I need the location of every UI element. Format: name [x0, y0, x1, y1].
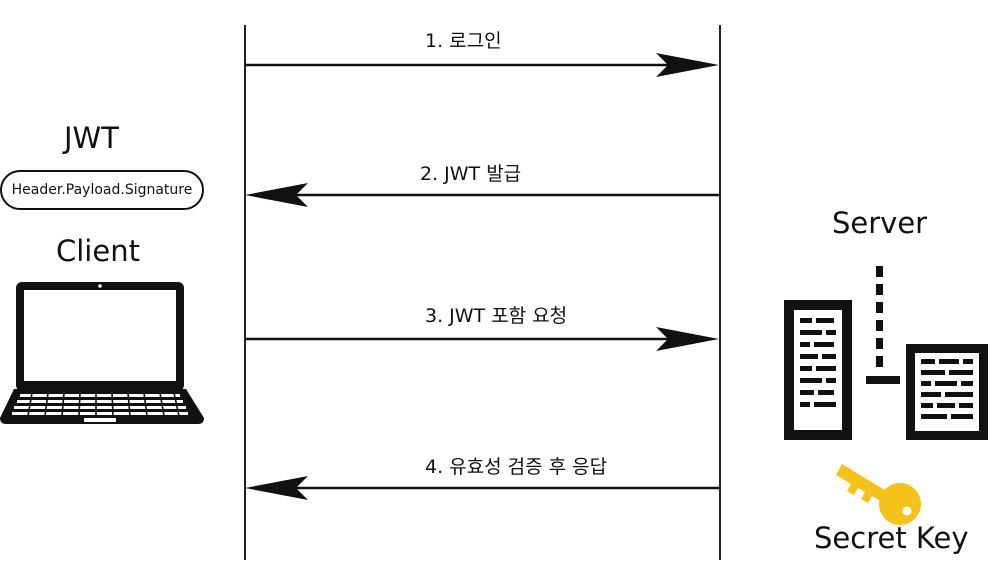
- secret-key-label: Secret Key: [814, 521, 969, 555]
- server-icon: [784, 266, 988, 440]
- message-4-label: 4. 유효성 검증 후 응답: [425, 456, 608, 478]
- message-2-label: 2. JWT 발급: [420, 163, 522, 185]
- message-3-label: 3. JWT 포함 요청: [425, 305, 568, 327]
- message-1-label: 1. 로그인: [425, 30, 502, 52]
- server-label: Server: [832, 206, 928, 240]
- client-lifeline: [244, 25, 246, 560]
- jwt-format-badge: Header.Payload.Signature: [0, 170, 204, 210]
- jwt-title: JWT: [64, 121, 119, 155]
- key-icon: [836, 464, 921, 525]
- jwt-format-text: Header.Payload.Signature: [11, 182, 193, 198]
- laptop-icon: [0, 282, 204, 424]
- server-lifeline: [719, 25, 721, 560]
- client-label: Client: [56, 234, 140, 268]
